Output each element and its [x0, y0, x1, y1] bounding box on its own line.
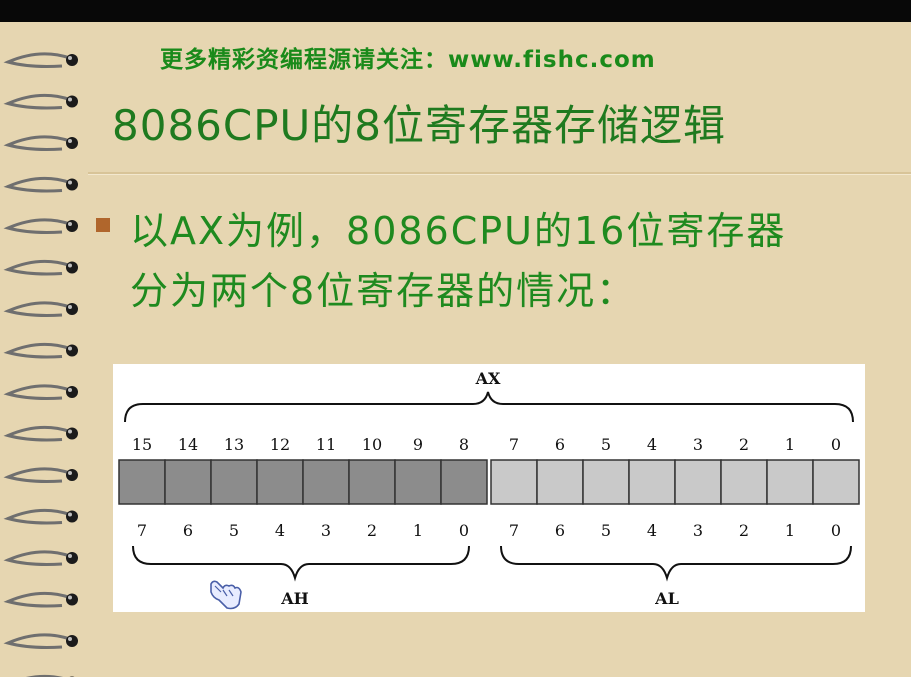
binding-ring: [3, 384, 78, 400]
ah-bit-cell: [440, 459, 488, 505]
ah-bit-cell: [348, 459, 396, 505]
ax-brace: [124, 391, 854, 423]
ax-bit-index: 2: [739, 435, 749, 454]
al-bit-cell: [536, 459, 584, 505]
ax-bit-index: 8: [459, 435, 469, 454]
ax-bit-index: 3: [693, 435, 703, 454]
ah-bit-cell: [164, 459, 212, 505]
body-text-line-1: 以AX为例，8086CPU的16位寄存器: [130, 209, 787, 253]
ah-brace: [132, 545, 470, 582]
ax-bit-index: 4: [647, 435, 657, 454]
ax-bit-index: 7: [509, 435, 519, 454]
binding-ring: [3, 93, 78, 110]
square-bullet-icon: [96, 218, 110, 232]
ah-bit-index: 3: [321, 521, 331, 540]
ax-bit-index: 12: [270, 435, 290, 454]
binding-ring: [3, 176, 78, 193]
binding-ring: [3, 301, 78, 317]
ah-bit-cell: [210, 459, 258, 505]
binding-ring: [3, 550, 78, 566]
al-bit-cell: [812, 459, 860, 505]
ah-label: AH: [280, 589, 309, 608]
binding-ring: [3, 508, 78, 525]
al-bit-cell: [582, 459, 630, 505]
ax-bit-index: 9: [413, 435, 423, 454]
ah-bit-index: 0: [459, 521, 469, 540]
binding-ring: [3, 633, 78, 649]
binding-ring: [3, 52, 78, 68]
ax-bit-index: 11: [316, 435, 336, 454]
binding-ring: [3, 425, 78, 442]
al-brace: [500, 545, 852, 582]
ax-bit-index: 5: [601, 435, 611, 454]
ah-bit-index: 5: [229, 521, 239, 540]
al-bit-index: 1: [785, 521, 795, 540]
binding-ring: [3, 467, 78, 483]
al-bit-index: 5: [601, 521, 611, 540]
al-bit-index: 2: [739, 521, 749, 540]
al-bit-cell: [628, 459, 676, 505]
ah-bit-index: 6: [183, 521, 193, 540]
promo-text: 更多精彩资编程源请关注：www.fishc.com: [160, 47, 656, 73]
al-bit-index: 3: [693, 521, 703, 540]
al-bit-cell: [720, 459, 768, 505]
ax-bit-index: 15: [132, 435, 152, 454]
ax-bit-index: 13: [224, 435, 244, 454]
binding-ring: [3, 591, 78, 608]
binding-ring: [3, 259, 78, 276]
ah-bit-cell: [394, 459, 442, 505]
ah-bit-index: 1: [413, 521, 423, 540]
top-bar: [0, 0, 911, 22]
ah-bit-index: 4: [275, 521, 285, 540]
spiral-binding-icon: [3, 52, 78, 677]
al-bit-index: 0: [831, 521, 841, 540]
al-bit-index: 4: [647, 521, 657, 540]
al-bit-index: 7: [509, 521, 519, 540]
ax-bit-index: 1: [785, 435, 795, 454]
hand-pointer-icon: [210, 580, 242, 610]
al-bit-index: 6: [555, 521, 565, 540]
al-label: AL: [654, 589, 679, 608]
ax-bit-index: 6: [555, 435, 565, 454]
ah-bit-cell: [256, 459, 304, 505]
al-bit-cell: [490, 459, 538, 505]
binding-ring: [3, 218, 78, 234]
body-text-line-2: 分为两个8位寄存器的情况：: [130, 269, 637, 313]
al-bit-cell: [766, 459, 814, 505]
title-divider: [88, 172, 911, 175]
al-bit-cell: [674, 459, 722, 505]
ah-bit-cell: [302, 459, 350, 505]
binding-ring: [3, 342, 78, 359]
ax-bit-index: 0: [831, 435, 841, 454]
slide-title: 8086CPU的8位寄存器存储逻辑: [112, 101, 727, 150]
ah-bit-index: 2: [367, 521, 377, 540]
binding-ring: [3, 135, 78, 151]
ax-bit-index: 10: [362, 435, 382, 454]
ah-bit-cell: [118, 459, 166, 505]
ax-bit-index: 14: [178, 435, 198, 454]
ax-label: AX: [475, 369, 501, 388]
ah-bit-index: 7: [137, 521, 147, 540]
